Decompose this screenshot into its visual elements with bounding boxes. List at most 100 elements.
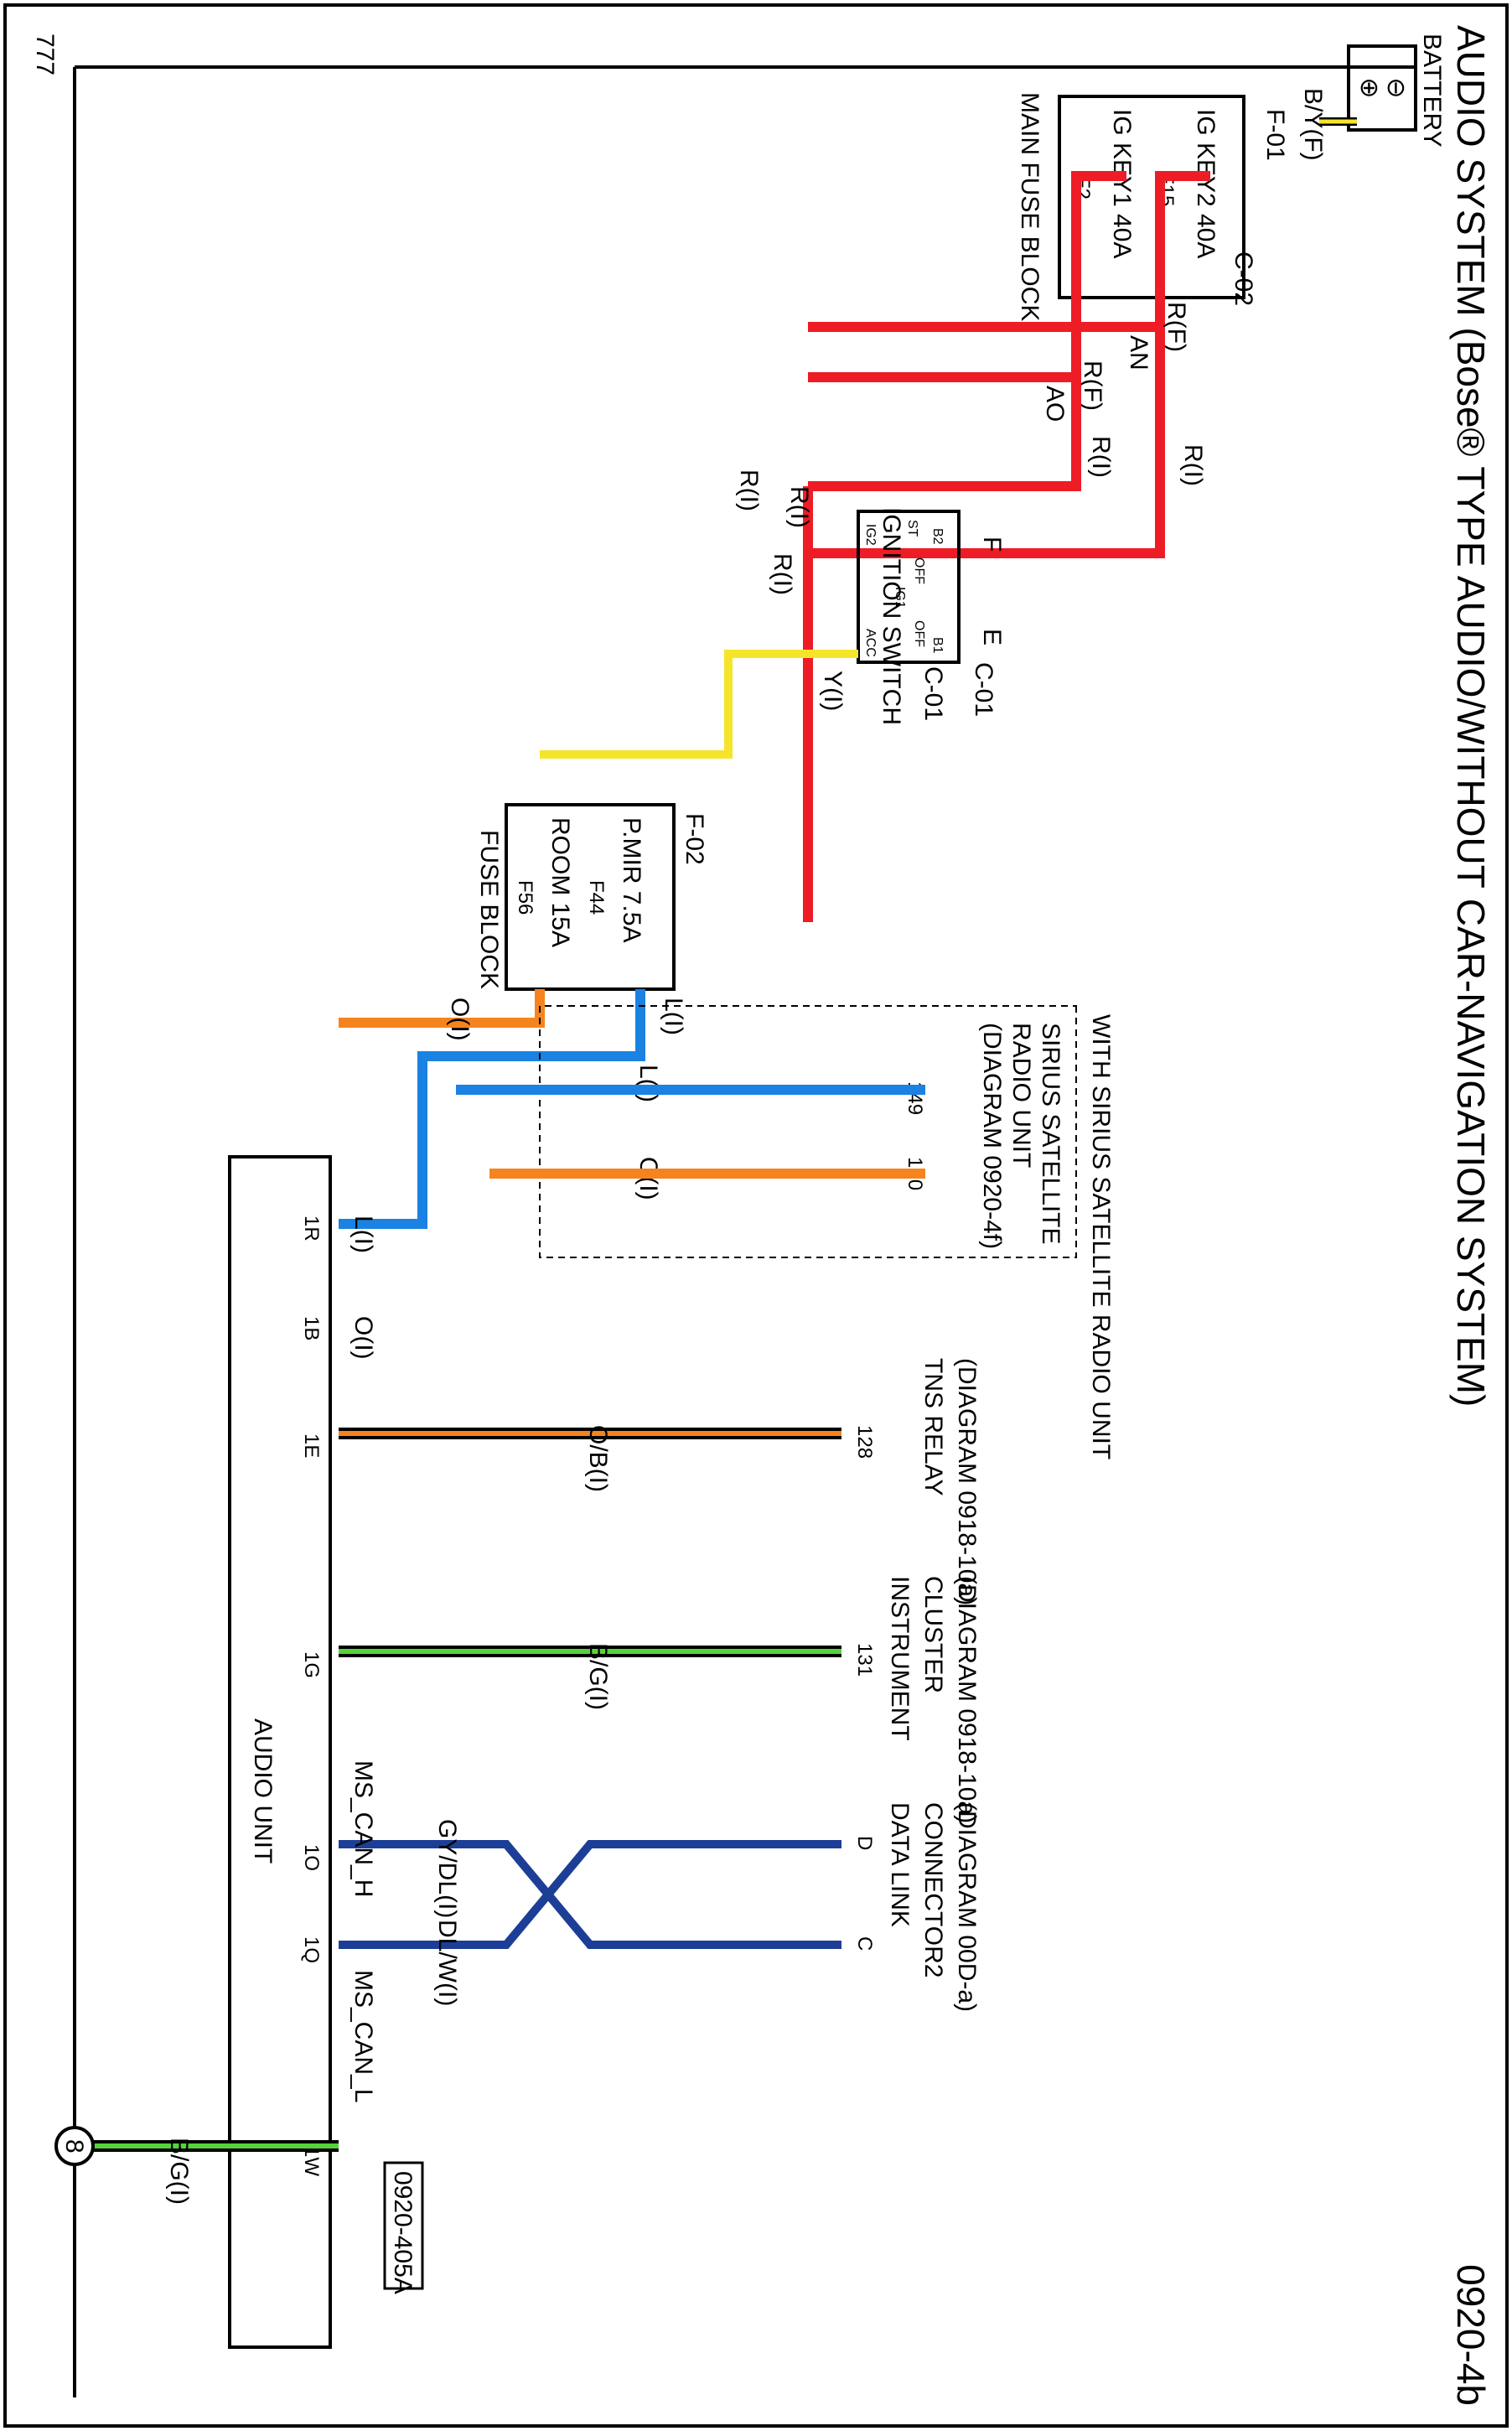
sirius-box-label: WITH SIRIUS SATELLITE RADIO UNIT	[1087, 1014, 1115, 1459]
audio-pin-1g: 1G	[300, 1651, 323, 1678]
wire-label-audio-1r: L(I)	[350, 1216, 377, 1253]
wire-label-audio-1o: GY/DL(I)	[433, 1819, 461, 1918]
tns-line-1: TNS RELAY	[919, 1358, 947, 1496]
battery-label: BATTERY	[1418, 34, 1446, 148]
audio-pin-1q: 1Q	[300, 1936, 323, 1963]
ignition-pin-e: E	[978, 629, 1006, 645]
cluster-line-2: CLUSTER	[919, 1576, 947, 1693]
wire-ms-can-h	[339, 1840, 841, 1949]
dlc-pin-c: C	[853, 1936, 876, 1951]
ignition-connector-1: C-01	[970, 662, 997, 717]
wire-room-orange	[339, 989, 545, 1028]
fuse-block-f02-box	[505, 803, 676, 991]
wire-c02-an-red	[808, 327, 1165, 558]
wire-label-acc: Y(I)	[819, 671, 847, 711]
cluster-line-3: (DIAGRAM 0918-10a)	[953, 1576, 981, 1823]
sirius-line-2: RADIO UNIT	[1007, 1023, 1035, 1168]
audio-unit-name: AUDIO UNIT	[249, 1718, 277, 1863]
sirius-box: WITH SIRIUS SATELLITE RADIO UNIT SIRIUS …	[539, 1005, 1115, 1459]
wire-key1-red	[808, 171, 1126, 382]
audio-pin-1e: 1E	[300, 1433, 323, 1458]
battery-plus-icon: ⊕	[1355, 77, 1383, 98]
fuse-f56-id: F56	[514, 880, 536, 915]
wire-label-audio-1g: B/G(I)	[584, 1643, 612, 1710]
diagram-ref-box	[383, 2161, 424, 2290]
wire-pmir-blue	[339, 989, 645, 1229]
wire-ms-can-l	[339, 1840, 841, 1949]
fuse-block-f02: F-02 FUSE BLOCK P.MIR 7.5A F44 ROOM 15A …	[475, 803, 708, 991]
wire-label-junction-left: R(I)	[735, 469, 763, 511]
ignition-acc: ACC	[863, 629, 878, 657]
connector-f01: F-01	[1261, 109, 1289, 161]
fuse-ig-key1-label: IG KEY1 40A	[1108, 109, 1136, 258]
dlc-line-1: DATA LINK	[886, 1802, 914, 1927]
sirius-line-3: (DIAGRAM 0920-4f)	[978, 1023, 1006, 1249]
wire-key2-red	[808, 171, 1210, 332]
wire-label-c02-ao: R(I)	[1087, 436, 1115, 478]
ignition-switch: IGNITION SWITCH F E C-01 C-01 B2 B1 ST I…	[857, 507, 1006, 725]
wire-label-audio-1w: B/G(I)	[165, 2138, 193, 2205]
dlc-pin-d: D	[853, 1836, 876, 1850]
audio-pin-1b: 1B	[300, 1316, 323, 1340]
page-border	[3, 3, 1509, 2428]
ignition-b2: B2	[930, 528, 945, 545]
battery: ⊖ ⊕ BATTERY	[1347, 34, 1446, 148]
wire-label-audio-1e: O/B(I)	[584, 1425, 612, 1492]
ignition-b1: B1	[930, 637, 945, 654]
main-fuse-block: F-01 MAIN FUSE BLOCK IG KEY2 40A F15 IG …	[1016, 92, 1289, 321]
connector-c02-pin-an: AN	[1125, 335, 1152, 371]
ignition-switch-name: IGNITION SWITCH	[878, 507, 905, 725]
wire-label-pmir: L(I)	[660, 998, 687, 1035]
cluster-pin: 131	[853, 1643, 876, 1677]
fuse-ig-key2-label: IG KEY2 40A	[1192, 109, 1219, 258]
battery-body	[1347, 44, 1417, 132]
ms-can-h-label: MS_CAN_H	[350, 1760, 377, 1897]
connector-c02-pin-ao: AO	[1041, 386, 1069, 422]
ignition-pin-f: F	[978, 536, 1006, 552]
wire-label-c02-an: R(I)	[1179, 444, 1207, 486]
fuse-room-label: ROOM 15A	[546, 817, 574, 947]
sirius-wire-l: L(I)	[634, 1065, 662, 1102]
wire-label-battery-lead: B/Y(F)	[1299, 88, 1327, 161]
ignition-off-1: OFF	[912, 557, 926, 584]
wire-c02-ao-red	[808, 377, 1081, 491]
main-fuse-block-box	[1058, 95, 1245, 299]
dlc-line-3: (DIAGRAM 00D-a)	[953, 1802, 981, 2012]
connector-f02: F-02	[681, 813, 708, 865]
wire-label-audio-1b: O(I)	[350, 1316, 377, 1360]
ground-node-label: 8	[60, 2139, 88, 2154]
ignition-connector-2: C-01	[919, 666, 947, 721]
ignition-ig2: IG2	[863, 524, 878, 546]
dlc-line-2: CONNECTOR2	[919, 1802, 947, 1977]
ms-can-l-label: MS_CAN_L	[350, 1970, 377, 2102]
wire-label-junction-down: R(I)	[769, 553, 796, 595]
audio-pin-1o: 1O	[300, 1844, 323, 1871]
fuse-f44-id: F44	[585, 880, 608, 915]
page-title: AUDIO SYSTEM (Bose® TYPE AUDIO/WITHOUT C…	[1449, 25, 1493, 1407]
tns-pin: 128	[853, 1425, 876, 1459]
wire-label-audio-1q: DL/W(I)	[433, 1920, 461, 2006]
audio-unit: AUDIO UNIT 1R 1B 1E 1G 1O 1Q 1W 0920-405…	[228, 1155, 424, 2349]
wire-label-room: O(I)	[446, 998, 474, 1041]
audio-pin-1r: 1R	[300, 1216, 323, 1241]
ground-symbol: 777	[31, 34, 59, 75]
ignition-switch-box	[857, 510, 961, 664]
wire-label-key1: R(F)	[1079, 360, 1106, 411]
connector-c02: C-02	[1230, 251, 1257, 306]
tns-line-2: (DIAGRAM 0918-10a)	[953, 1358, 981, 1605]
ground-node	[54, 2126, 95, 2166]
main-fuse-block-name: MAIN FUSE BLOCK	[1016, 92, 1043, 321]
fuse-pmir-label: P.MIR 7.5A	[618, 817, 645, 943]
wire-acc-yellow	[540, 650, 858, 759]
ignition-st: ST	[905, 520, 919, 537]
sirius-dashed-box	[539, 1005, 1077, 1258]
cluster-line-1: INSTRUMENT	[886, 1576, 914, 1741]
sirius-line-1: SIRIUS SATELLITE	[1037, 1023, 1064, 1245]
ignition-off-2: OFF	[912, 620, 926, 647]
fuse-block-f02-name: FUSE BLOCK	[475, 830, 503, 989]
page-code: 0920-4b	[1449, 2264, 1493, 2406]
wire-label-key2: R(F)	[1162, 302, 1190, 352]
diagram-ref: 0920-405A	[389, 2171, 417, 2294]
